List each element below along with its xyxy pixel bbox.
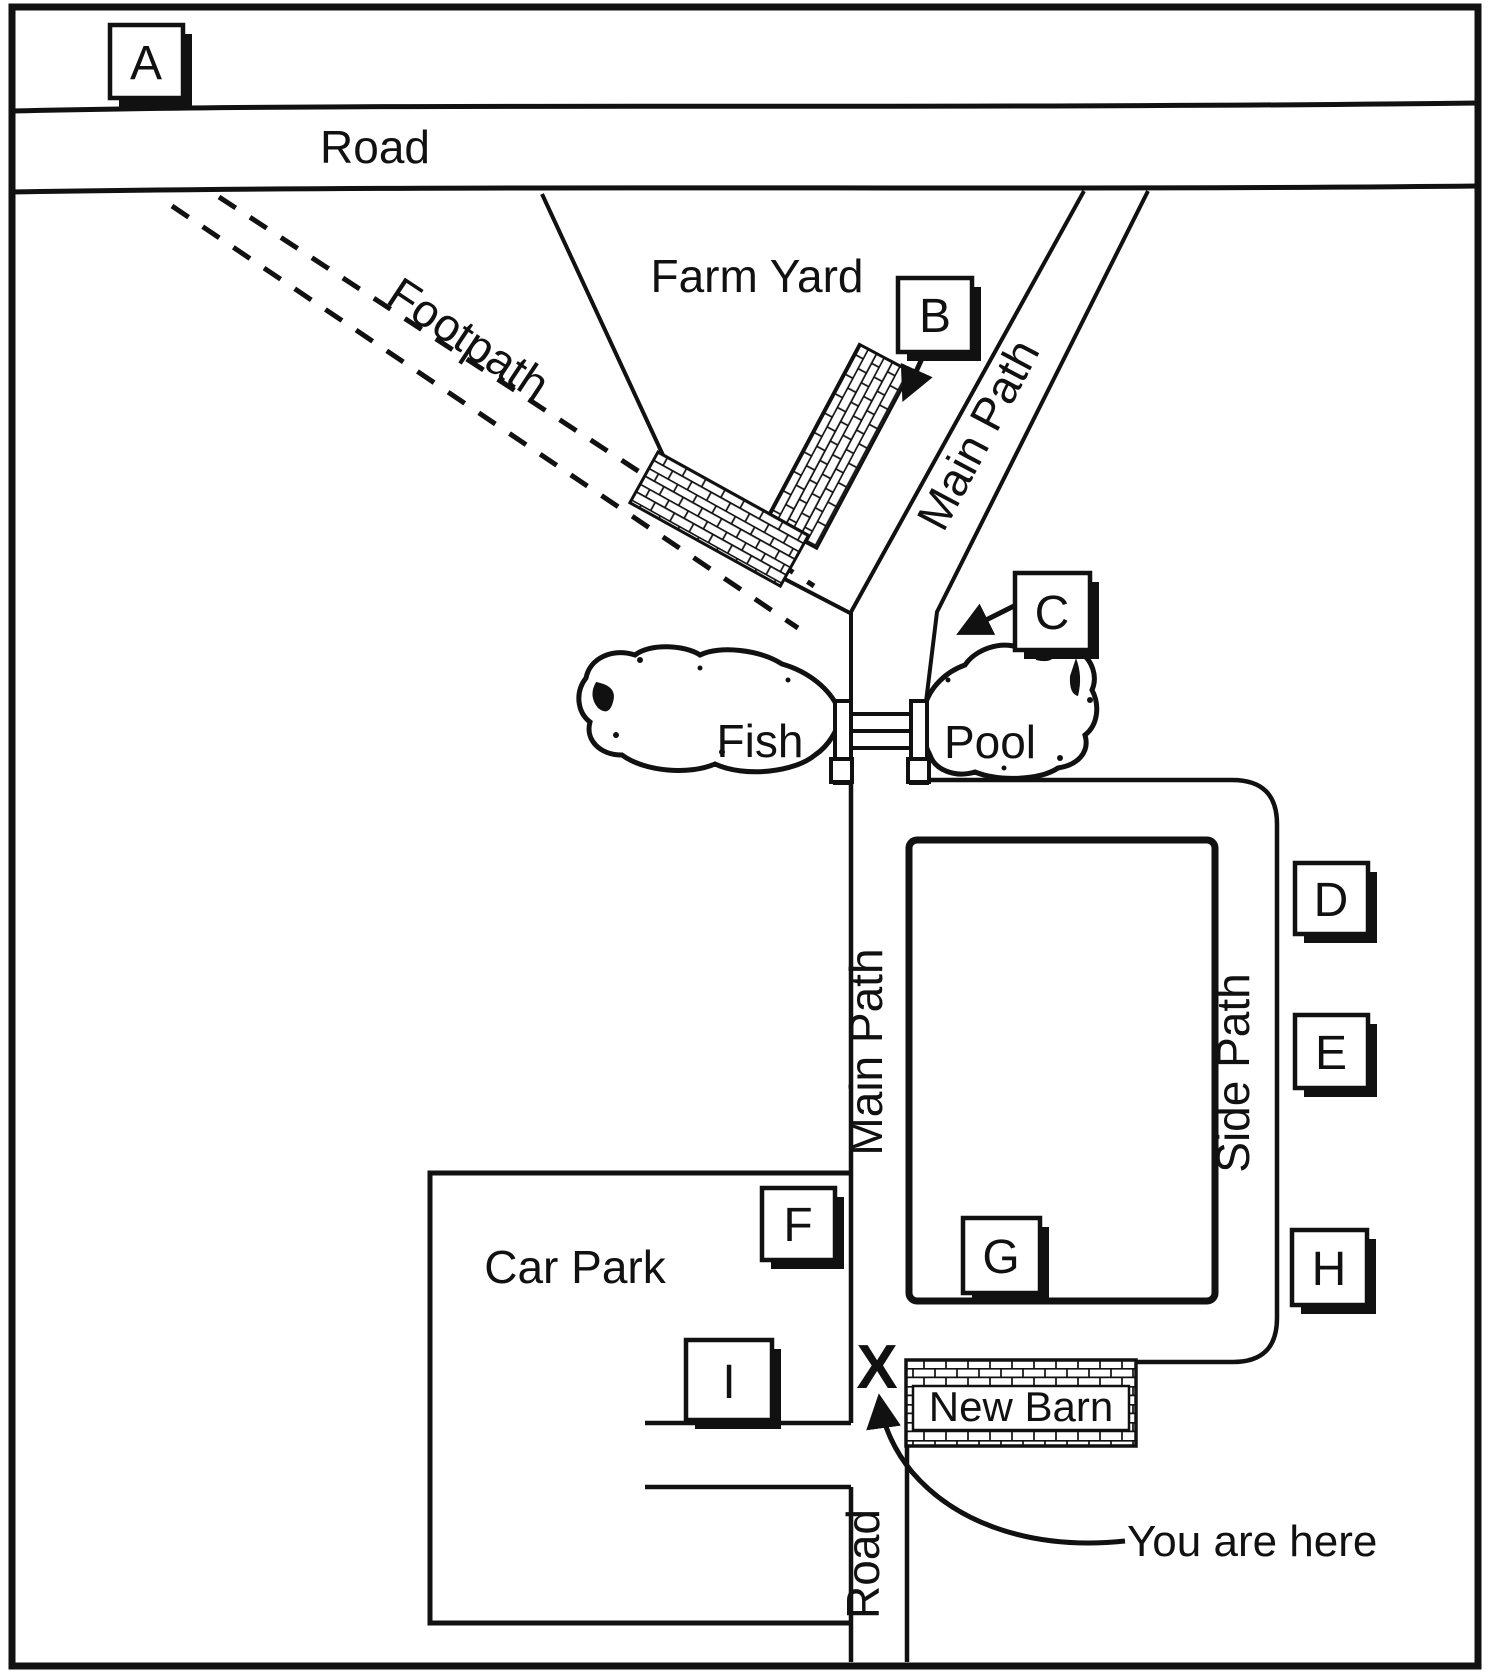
pond-east-shade: [1036, 647, 1081, 696]
car-park-outline: [427, 1170, 851, 1626]
main-path-lower-label: Main Path: [840, 948, 892, 1155]
inner-field: [905, 836, 1219, 1305]
farm-yard-label: Farm Yard: [650, 250, 863, 302]
road-top-lower-line: [11, 183, 1478, 195]
marker-C: C: [1012, 570, 1099, 659]
marker-B-box: [895, 275, 975, 355]
new-barn: New Barn: [904, 1358, 1138, 1448]
pond-west-shade: [592, 682, 614, 712]
pond-speckles: [613, 657, 1093, 771]
marker-A-letter: A: [130, 37, 162, 90]
car-park-label: Car Park: [484, 1241, 666, 1293]
bridge-left-foot: [829, 757, 854, 784]
marker-D-letter: D: [1314, 874, 1349, 927]
marker-c-arrow: [956, 603, 1016, 635]
marker-G-letter: G: [982, 1231, 1019, 1284]
marker-E: E: [1292, 1012, 1377, 1097]
pond-west: [576, 644, 841, 775]
main-path-upper-right-edge: [924, 190, 1150, 703]
new-barn-label-panel: [911, 1384, 1131, 1432]
road-bottom-label: Road: [837, 1509, 889, 1619]
marker-I-letter: I: [722, 1356, 735, 1409]
marker-I-box: [683, 1337, 775, 1423]
new-barn-label: New Barn: [929, 1383, 1113, 1430]
loop-paths: Side Path: [905, 777, 1280, 1365]
marker-B-letter: B: [919, 290, 951, 343]
fish-label: Fish: [717, 715, 804, 767]
marker-E-letter: E: [1315, 1027, 1347, 1080]
road-top-upper-line: [11, 100, 1478, 114]
fish-pool: Fish Pool: [576, 637, 1100, 781]
marker-C-letter: C: [1035, 587, 1070, 640]
marker-H-letter: H: [1312, 1243, 1347, 1296]
marker-B: B: [895, 275, 981, 361]
marker-H: H: [1289, 1227, 1376, 1314]
marker-I: I: [683, 1337, 781, 1429]
marker-C-box: [1012, 570, 1093, 653]
building-short-wing: [627, 449, 811, 589]
marker-F-letter: F: [783, 1199, 812, 1252]
car-park: Car Park: [427, 1170, 851, 1626]
marker-F: F: [759, 1185, 844, 1269]
marker-G-box: [960, 1215, 1043, 1296]
you-are-here-label: You are here: [1127, 1517, 1377, 1566]
marker-E-box: [1292, 1012, 1371, 1091]
road-top-label: Road: [320, 121, 430, 173]
bridge-rungs: [851, 712, 911, 750]
map-border: [8, 3, 1482, 1670]
marker-G: G: [960, 1215, 1049, 1302]
you-are-here-arrow: [866, 1393, 1126, 1546]
main-path-lower: Main Path Road: [837, 782, 910, 1662]
marker-F-box: [759, 1185, 838, 1263]
marker-A-box: [107, 22, 186, 101]
marker-D-box: [1292, 860, 1371, 937]
marker-D: D: [1292, 860, 1377, 943]
bridge: [829, 699, 931, 785]
bridge-right-foot: [906, 757, 931, 784]
marker-A: A: [107, 22, 192, 107]
top-road: Road: [11, 100, 1478, 195]
side-path-label: Side Path: [1207, 973, 1259, 1172]
junction-x-mark: X: [856, 1333, 897, 1402]
pond-east: [919, 637, 1100, 781]
you-are-here-annotation: X You are here: [856, 1333, 1377, 1566]
main-path-upper-left-edge: [849, 190, 1086, 702]
loop-outer-edge: [907, 777, 1280, 1365]
footpath-line-lower: [170, 203, 800, 631]
farmyard-building: [627, 342, 913, 589]
pool-label: Pool: [944, 716, 1036, 768]
marker-H-box: [1289, 1227, 1370, 1308]
